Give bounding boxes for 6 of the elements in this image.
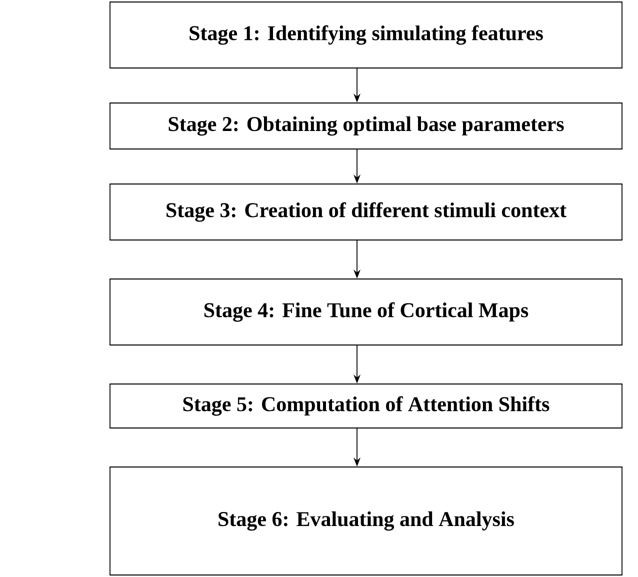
stage-box: Stage 2: Obtaining optimal base parameters	[110, 102, 622, 150]
stage-box: Stage 1: Identifying simulating features	[110, 2, 622, 68]
stage-box: Stage 4: Fine Tune of Cortical Maps	[110, 278, 622, 346]
stage-box: Stage 5: Computation of Attention Shifts	[110, 384, 622, 428]
stage-box: Stage 3: Creation of different stimuli context	[110, 184, 622, 240]
stage-box: Stage 6: Evaluating and Analysis	[110, 466, 622, 576]
